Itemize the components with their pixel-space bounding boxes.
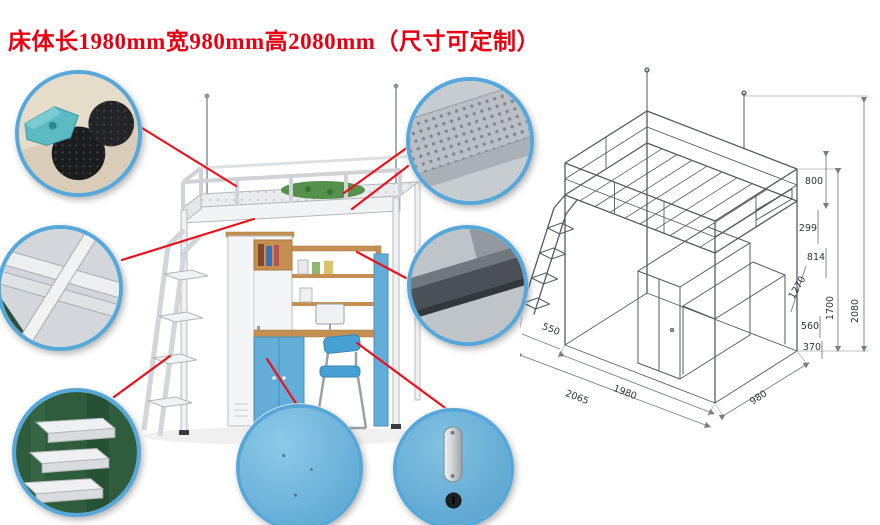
dim-label-299: 299 <box>799 223 817 234</box>
dimension-lines <box>520 95 868 428</box>
callout-perforated-panel <box>406 77 534 205</box>
bed-product-photo <box>141 83 433 445</box>
door-panel-photo <box>240 408 359 525</box>
callout-door-panel <box>236 404 363 525</box>
green-bedding <box>281 181 365 199</box>
blue-side-panel <box>373 253 389 427</box>
monitor <box>315 303 345 325</box>
callout-lock-handle <box>393 408 514 525</box>
callout-frame-tube-joint <box>0 225 123 351</box>
frame-tubes-photo <box>1 229 119 347</box>
dim-label-800: 800 <box>805 176 823 187</box>
upper-bunk <box>181 181 420 225</box>
chair-seat <box>319 365 361 378</box>
dim-label-814: 814 <box>807 252 825 263</box>
dim-label-370: 370 <box>803 342 821 353</box>
foot-pad <box>391 424 401 429</box>
callout-steel-beam <box>407 225 528 346</box>
dim-label-550: 550 <box>540 321 561 338</box>
callout-corner-foot-pads <box>15 70 142 197</box>
ladder <box>141 228 209 437</box>
perforated-panel-photo <box>410 81 530 201</box>
wireframe-bed <box>521 67 798 404</box>
dim-label-1700: 1700 <box>825 296 836 320</box>
steel-beam-photo <box>411 229 524 342</box>
dim-label-2080: 2080 <box>850 299 861 323</box>
foot-pads-photo <box>19 74 138 193</box>
handle <box>443 426 463 483</box>
wireframe-ladder <box>521 194 578 315</box>
dim-label-2065: 2065 <box>564 388 591 407</box>
wireframe-cabinet <box>637 226 751 380</box>
page-title: 床体长1980mm宽980mm高2080mm（尺寸可定制） <box>8 29 540 54</box>
wireframe-desk <box>682 261 786 389</box>
foot-pad <box>179 430 189 435</box>
dim-label-1270: 1270 <box>787 275 809 301</box>
chair-back <box>323 334 361 354</box>
callout-ladder-steps <box>12 388 141 517</box>
lock-handle-photo <box>397 412 510 525</box>
dim-label-560: 560 <box>801 321 819 332</box>
dim-label-1980: 1980 <box>612 383 639 402</box>
dim-label-980: 980 <box>748 388 769 407</box>
ladder-steps-photo <box>16 392 137 513</box>
dimension-labels: 800 299 814 1270 1700 2080 560 370 550 2… <box>540 176 861 407</box>
technical-drawing: 800 299 814 1270 1700 2080 560 370 550 2… <box>520 67 868 428</box>
